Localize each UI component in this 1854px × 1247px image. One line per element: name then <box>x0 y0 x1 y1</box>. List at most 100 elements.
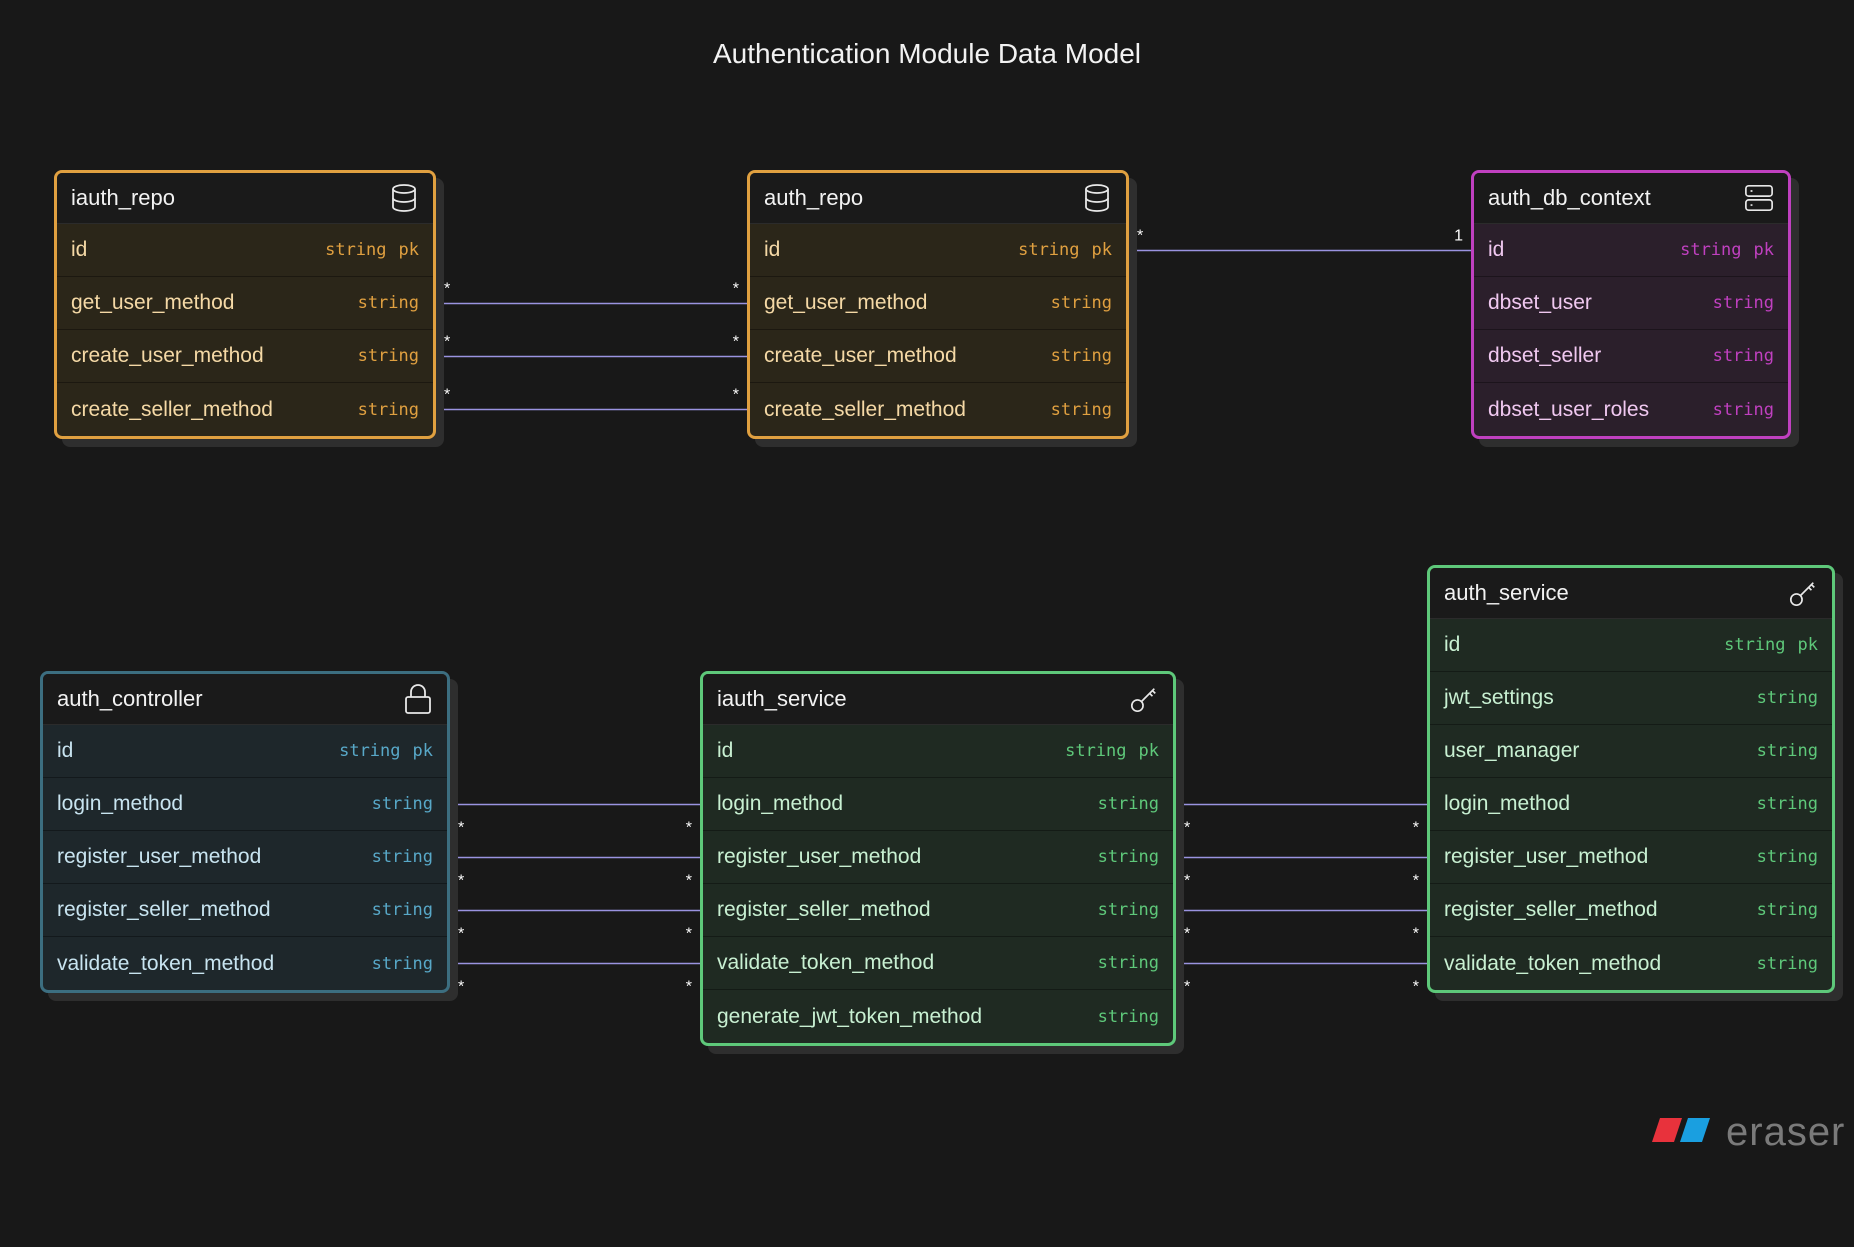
field-type-label: string <box>1756 741 1818 761</box>
database-icon <box>1082 183 1112 213</box>
field-row[interactable]: create_user_method string <box>750 330 1126 383</box>
relationship-auth_controller-iauth_service[interactable]: ** <box>450 803 700 837</box>
field-type-label: string <box>1724 635 1786 655</box>
entity-header[interactable]: auth_service <box>1430 568 1832 619</box>
relationship-iauth_service-auth_service[interactable]: ** <box>1176 856 1427 890</box>
field-name: dbset_user_roles <box>1488 397 1650 421</box>
primary-key-badge: pk <box>1091 240 1112 260</box>
relationship-iauth_service-auth_service[interactable]: ** <box>1176 962 1427 996</box>
entity-name: auth_repo <box>764 185 864 210</box>
field-type-label: string <box>1097 900 1159 920</box>
database-icon <box>389 183 419 213</box>
server-icon <box>1744 183 1774 213</box>
primary-key-badge: pk <box>1138 741 1159 761</box>
field-type: string <box>1051 346 1112 366</box>
entity-header[interactable]: auth_controller <box>43 674 447 725</box>
relationship-iauth_repo-auth_repo[interactable]: ** <box>436 334 747 358</box>
entity-header[interactable]: iauth_service <box>703 674 1173 725</box>
field-type: string <box>1098 900 1159 920</box>
entity-header[interactable]: auth_db_context <box>1474 173 1788 224</box>
relationship-auth_controller-iauth_service[interactable]: ** <box>450 962 700 996</box>
field-row[interactable]: dbset_user_roles string <box>1474 383 1788 436</box>
cardinality-target: * <box>1413 820 1419 837</box>
field-name: dbset_seller <box>1488 344 1602 367</box>
field-type: string <box>372 794 433 814</box>
field-type: string <box>1098 794 1159 814</box>
field-name: validate_token_method <box>1444 951 1662 975</box>
field-type-label: string <box>1097 953 1159 973</box>
relationship-auth_controller-iauth_service[interactable]: ** <box>450 856 700 890</box>
relationship-iauth_service-auth_service[interactable]: ** <box>1176 909 1427 943</box>
relationship-auth_repo-auth_db_context[interactable]: *1 <box>1129 228 1471 252</box>
cardinality-source: * <box>458 926 464 943</box>
entity-header[interactable]: auth_repo <box>750 173 1126 224</box>
relationship-iauth_service-auth_service[interactable]: ** <box>1176 803 1427 837</box>
field-name: id <box>57 739 74 762</box>
field-type: string <box>1757 741 1818 761</box>
relationship-iauth_repo-auth_repo[interactable]: ** <box>436 281 747 305</box>
entity-header[interactable]: iauth_repo <box>57 173 433 224</box>
field-type-label: string <box>1712 399 1774 420</box>
cardinality-source: * <box>1184 979 1190 996</box>
field-type-label: string <box>1712 293 1774 313</box>
field-type-label: string <box>1050 346 1112 366</box>
cardinality-target: 1 <box>1454 228 1463 245</box>
field-name: register_user_method <box>57 845 262 868</box>
field-row[interactable]: dbset_seller string <box>1474 330 1788 383</box>
field-type-label: string <box>371 794 433 814</box>
field-type: string <box>1713 400 1774 420</box>
field-type: string <box>1757 794 1818 814</box>
field-name: create_user_method <box>764 344 957 367</box>
cardinality-target: * <box>733 281 739 298</box>
field-type: string <box>1757 900 1818 920</box>
relationship-auth_controller-iauth_service[interactable]: ** <box>450 909 700 943</box>
field-name: id <box>1488 238 1505 261</box>
cardinality-source: * <box>444 387 450 404</box>
relationship-iauth_repo-auth_repo[interactable]: ** <box>436 387 747 411</box>
cardinality-source: * <box>458 873 464 890</box>
field-name: id <box>717 739 734 762</box>
field-type-label: string <box>1712 346 1774 366</box>
lock-icon <box>403 684 433 714</box>
cardinality-target: * <box>1413 926 1419 943</box>
cardinality-target: * <box>686 820 692 837</box>
field-type: string <box>372 900 433 920</box>
cardinality-target: * <box>1413 979 1419 996</box>
field-type-label: string <box>1050 399 1112 420</box>
